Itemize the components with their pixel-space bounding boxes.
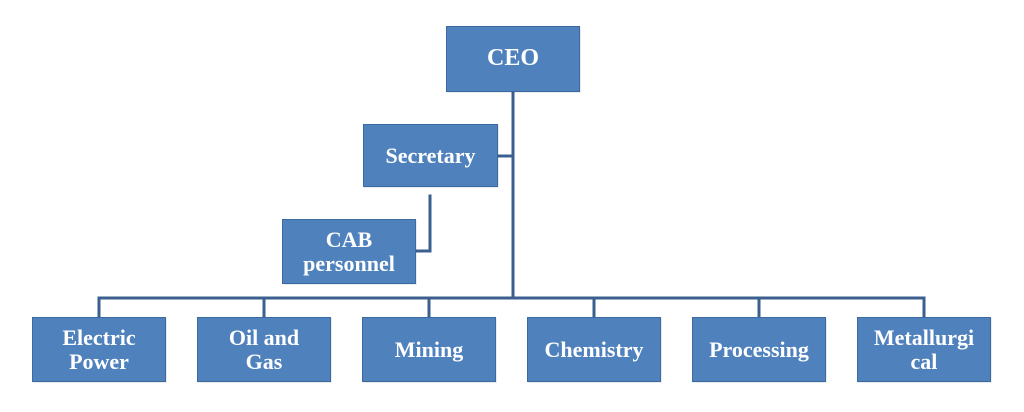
- ceo-node: CEO: [446, 26, 580, 92]
- department-oil-and-gas: Oil and Gas: [197, 317, 331, 382]
- department-chemistry: Chemistry: [527, 317, 661, 382]
- department-processing: Processing: [692, 317, 826, 382]
- cab-personnel-node: CAB personnel: [282, 219, 416, 284]
- department-electric-power: Electric Power: [32, 317, 166, 382]
- department-metallurgical: Metallurgi cal: [857, 317, 991, 382]
- secretary-node: Secretary: [363, 124, 498, 187]
- cab-branch-line: [414, 194, 432, 253]
- department-mining: Mining: [362, 317, 496, 382]
